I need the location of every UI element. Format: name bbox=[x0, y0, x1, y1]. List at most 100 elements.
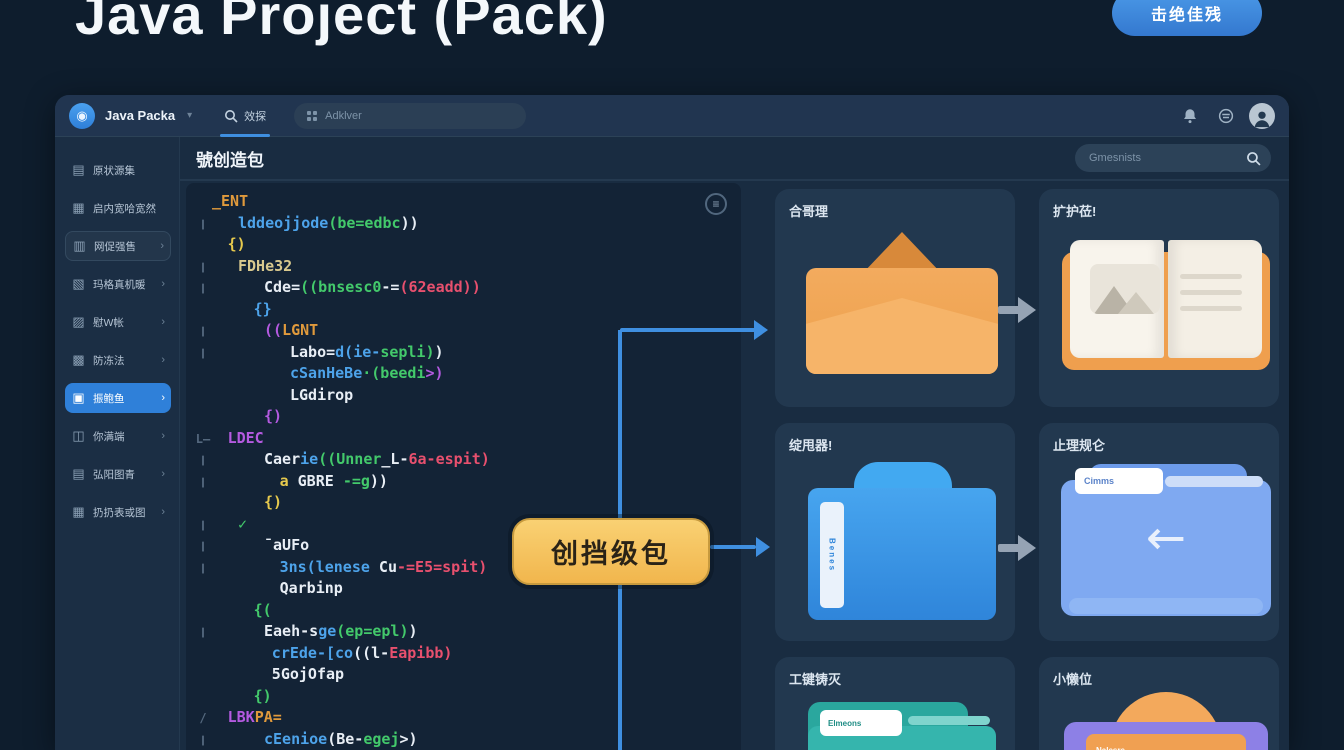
sidebar-item-label: 慰W帐 bbox=[93, 316, 124, 329]
sidebar-item-label: 防冻法 bbox=[93, 354, 125, 367]
sidebar-item-label: 弘阳图青 bbox=[93, 468, 135, 481]
header-search-tab[interactable]: 效探 bbox=[220, 95, 271, 137]
content-body: ≡ _ENT❙lddeojjode(be=edbc)){)❙FDHe32❙Cde… bbox=[180, 181, 1289, 750]
app-header: ◉ Java Packa ▾ 效探 Adklver bbox=[55, 95, 1289, 137]
notifications-icon[interactable] bbox=[1177, 103, 1203, 129]
sidebar-item-icon: ▧ bbox=[72, 276, 85, 291]
panel-title: 號创造包 bbox=[196, 150, 264, 170]
sidebar-item-5[interactable]: ▩防冻法› bbox=[65, 345, 171, 375]
sidebar-item-icon: ▩ bbox=[72, 352, 85, 367]
chevron-right-icon: › bbox=[161, 430, 165, 442]
card-2[interactable]: 绽甩器! Benes bbox=[775, 423, 1015, 641]
blue-folder-icon: Benes bbox=[808, 462, 996, 620]
chevron-down-icon[interactable]: ▾ bbox=[187, 110, 193, 121]
content-search-placeholder: Gmesnists bbox=[1089, 152, 1141, 164]
line-gutter: ❙ bbox=[199, 474, 207, 489]
sidebar-item-4[interactable]: ▨ 慰W帐 › bbox=[65, 307, 171, 337]
sidebar-item-label: 你满端 bbox=[93, 430, 125, 443]
sidebar-item-6[interactable]: ▣振鲍鱼› bbox=[65, 383, 171, 413]
help-icon[interactable] bbox=[1213, 103, 1239, 129]
line-gutter: ❙ bbox=[199, 517, 207, 532]
card-label: 止理规仑 bbox=[1053, 438, 1106, 453]
line-gutter: ❙ bbox=[199, 453, 207, 467]
grid-icon bbox=[307, 110, 318, 121]
avatar[interactable] bbox=[1249, 102, 1275, 129]
sidebar-item-7[interactable]: ◫你满端› bbox=[65, 421, 171, 451]
open-book-icon bbox=[1062, 234, 1270, 376]
chevron-right-icon: › bbox=[161, 316, 165, 328]
code-line: ❙lddeojjode(be=edbc)) bbox=[186, 213, 741, 235]
sidebar-item-icon: ▣ bbox=[72, 390, 85, 405]
folder-tab-label: Elmeons bbox=[820, 710, 902, 736]
code-line: ❙Labo=d(ie-sepli)) bbox=[186, 342, 741, 364]
card-label: 工键铸灭 bbox=[789, 672, 842, 687]
sidebar-nav: ▤原状源集▦启内宽哈宽然▥网促强售›▧玛格真机暖›▨慰W帐›▩防冻法›▣振鲍鱼›… bbox=[55, 137, 180, 750]
header-search-tab-label: 效探 bbox=[244, 110, 267, 123]
code-editor[interactable]: ≡ _ENT❙lddeojjode(be=edbc)){)❙FDHe32❙Cde… bbox=[186, 183, 741, 750]
code-line: {) bbox=[264, 493, 283, 511]
code-line: ❙((LGNT bbox=[186, 320, 741, 342]
code-line: {) bbox=[253, 686, 272, 705]
code-line: _ENT bbox=[212, 192, 249, 210]
code-line: ❙✓ bbox=[186, 514, 741, 536]
line-gutter: L– bbox=[195, 431, 211, 446]
code-line: ❙3ns(lenese Cu-=E5=spit) bbox=[186, 557, 741, 579]
sidebar-item-label: 扔扔表或图 bbox=[93, 506, 146, 519]
code-line: crEde-[co((l-Eapibb) bbox=[271, 643, 453, 662]
line-gutter: ❙ bbox=[199, 560, 207, 575]
line-gutter: ❙ bbox=[199, 732, 207, 747]
sidebar-item-label: 玛格真机暖 bbox=[93, 278, 146, 291]
sidebar-item-9[interactable]: ▦ 扔扔表或图 › bbox=[65, 497, 171, 527]
card-label: 扩护莅! bbox=[1053, 204, 1097, 219]
card-4[interactable]: 工键铸灭 Elmeons bbox=[775, 657, 1015, 750]
code-line: 5GojOfap bbox=[271, 665, 345, 683]
sidebar-item-0[interactable]: ▤ 原状源集 bbox=[65, 155, 171, 185]
flow-arrow-middle bbox=[710, 537, 772, 557]
folder-tab-label: Nalesre bbox=[1086, 734, 1246, 750]
sidebar-item-1[interactable]: ▦启内宽哈宽然 bbox=[65, 193, 171, 223]
arrow-right-icon bbox=[998, 297, 1036, 323]
card-1[interactable]: 扩护莅! bbox=[1039, 189, 1279, 407]
sidebar-item-icon: ▤ bbox=[72, 466, 85, 481]
chevron-right-icon: › bbox=[161, 506, 165, 518]
sidebar-item-label: 启内宽哈宽然 bbox=[93, 202, 156, 215]
page-title: Java Project (Pack) bbox=[75, 0, 608, 46]
code-line: {) bbox=[227, 235, 246, 253]
card-label: 小懒位 bbox=[1053, 672, 1093, 687]
code-line: Qarbinp bbox=[279, 579, 343, 597]
sidebar-item-label: 原状源集 bbox=[93, 164, 135, 177]
app-logo-text: Java Packa bbox=[105, 108, 176, 123]
code-line: /LBKPA= bbox=[186, 707, 741, 729]
address-placeholder: Adklver bbox=[325, 109, 362, 122]
line-gutter: ❙ bbox=[199, 539, 207, 553]
card-label: 绽甩器! bbox=[789, 438, 833, 453]
active-tab-indicator bbox=[220, 133, 271, 137]
search-icon bbox=[1247, 151, 1261, 166]
sidebar-item-3[interactable]: ▧玛格真机暖› bbox=[65, 269, 171, 299]
sidebar-item-2[interactable]: ▥网促强售› bbox=[65, 231, 171, 261]
sidebar-item-icon: ▨ bbox=[72, 314, 85, 329]
sidebar-item-icon: ▤ bbox=[72, 162, 85, 177]
code-line: ❙Eaeh-sge(ep=epl)) bbox=[186, 621, 741, 643]
create-package-button[interactable]: 创挡级包 bbox=[512, 518, 710, 585]
content-search-input[interactable]: Gmesnists bbox=[1075, 144, 1271, 172]
sidebar-item-8[interactable]: ▤弘阳图青› bbox=[65, 459, 171, 489]
card-0[interactable]: 合哥理 bbox=[775, 189, 1015, 407]
line-gutter: ❙ bbox=[199, 345, 207, 360]
line-gutter: ❙ bbox=[199, 216, 207, 231]
line-gutter: ❙ bbox=[199, 625, 207, 639]
code-line: {( bbox=[253, 600, 272, 619]
collapse-icon[interactable]: ≡ bbox=[705, 193, 727, 215]
chevron-right-icon: › bbox=[160, 240, 164, 252]
code-line: ❙FDHe32 bbox=[186, 256, 741, 278]
address-input[interactable]: Adklver bbox=[294, 102, 527, 129]
code-line: ❙Caerie((Unner_L-6a-espit) bbox=[186, 449, 741, 471]
app-window: ◉ Java Packa ▾ 效探 Adklver bbox=[55, 95, 1289, 750]
cta-button[interactable]: 击绝佳残 bbox=[1112, 0, 1262, 36]
card-5[interactable]: 小懒位 Nalesre bbox=[1039, 657, 1279, 750]
sidebar-item-icon: ▦ bbox=[72, 504, 85, 519]
folder-tab-label: Benes bbox=[827, 537, 837, 572]
